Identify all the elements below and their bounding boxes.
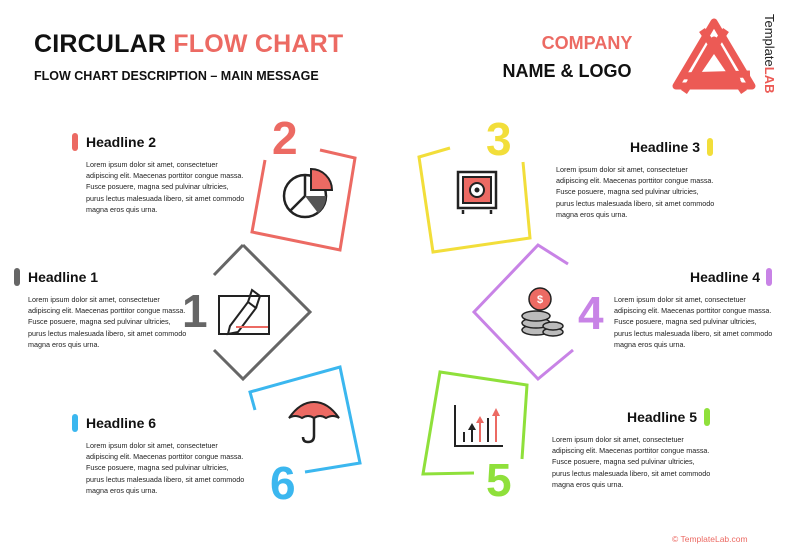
step-1-number: 1: [182, 285, 208, 337]
step-6-frame: [248, 365, 362, 474]
step-6-description: Lorem ipsum dolor sit amet, consectetuer…: [86, 441, 245, 495]
step-3-description: Lorem ipsum dolor sit amet, consectetuer…: [556, 165, 715, 219]
step-4-number: 4: [578, 287, 604, 339]
coins-icon: $: [521, 287, 564, 337]
step-3-headline: Headline 3: [629, 139, 700, 155]
step-1-headline: Headline 1: [28, 269, 99, 285]
step-5-description: Lorem ipsum dolor sit amet, consectetuer…: [552, 435, 711, 489]
step-6-headline: Headline 6: [86, 415, 157, 431]
step-2-description: Lorem ipsum dolor sit amet, consectetuer…: [86, 160, 245, 214]
company-label: COMPANY: [541, 33, 633, 53]
step-3-frame: [417, 146, 532, 254]
step-6-number: 6: [270, 457, 296, 509]
svg-text:$: $: [537, 294, 543, 306]
step-5-number: 5: [486, 454, 512, 506]
step-4-frame: [471, 243, 574, 382]
step-5-frame: [421, 370, 529, 476]
title-main: CIRCULAR: [34, 30, 174, 58]
step-2-headline: Headline 2: [86, 134, 157, 150]
step-3-color-bar: [707, 138, 713, 156]
svg-text:TemplateLAB: TemplateLAB: [762, 14, 777, 93]
pen-signature-icon: [218, 288, 270, 336]
umbrella-icon: [288, 400, 340, 444]
step-5-color-bar: [704, 408, 710, 426]
step-6-color-bar: [72, 414, 78, 432]
step-1-color-bar: [14, 268, 20, 286]
step-2-frame: [250, 148, 357, 252]
step-3-number: 3: [486, 113, 512, 165]
step-2-color-bar: [72, 133, 78, 151]
page-subtitle: FLOW CHART DESCRIPTION – MAIN MESSAGE: [34, 69, 319, 83]
title-accent: FLOW CHART: [173, 30, 344, 58]
copyright-link[interactable]: © TemplateLab.com: [672, 534, 748, 544]
step-4-headline: Headline 4: [689, 269, 760, 285]
bar-chart-arrows-icon: [454, 405, 503, 447]
step-4-description: Lorem ipsum dolor sit amet, consectetuer…: [614, 295, 773, 349]
company-name-logo-label: NAME & LOGO: [502, 61, 632, 81]
page-title: CIRCULAR FLOW CHART: [34, 30, 343, 59]
step-1-description: Lorem ipsum dolor sit amet, consectetuer…: [28, 295, 187, 349]
step-5-headline: Headline 5: [626, 409, 697, 425]
safe-icon: [456, 170, 498, 214]
pie-chart-icon: [282, 167, 334, 219]
templatelab-brand-logo: TemplateLAB: [762, 14, 777, 93]
step-1-frame: [212, 243, 313, 382]
brand-logo-icon: [672, 18, 756, 94]
step-2-number: 2: [272, 112, 298, 164]
step-4-color-bar: [766, 268, 772, 286]
